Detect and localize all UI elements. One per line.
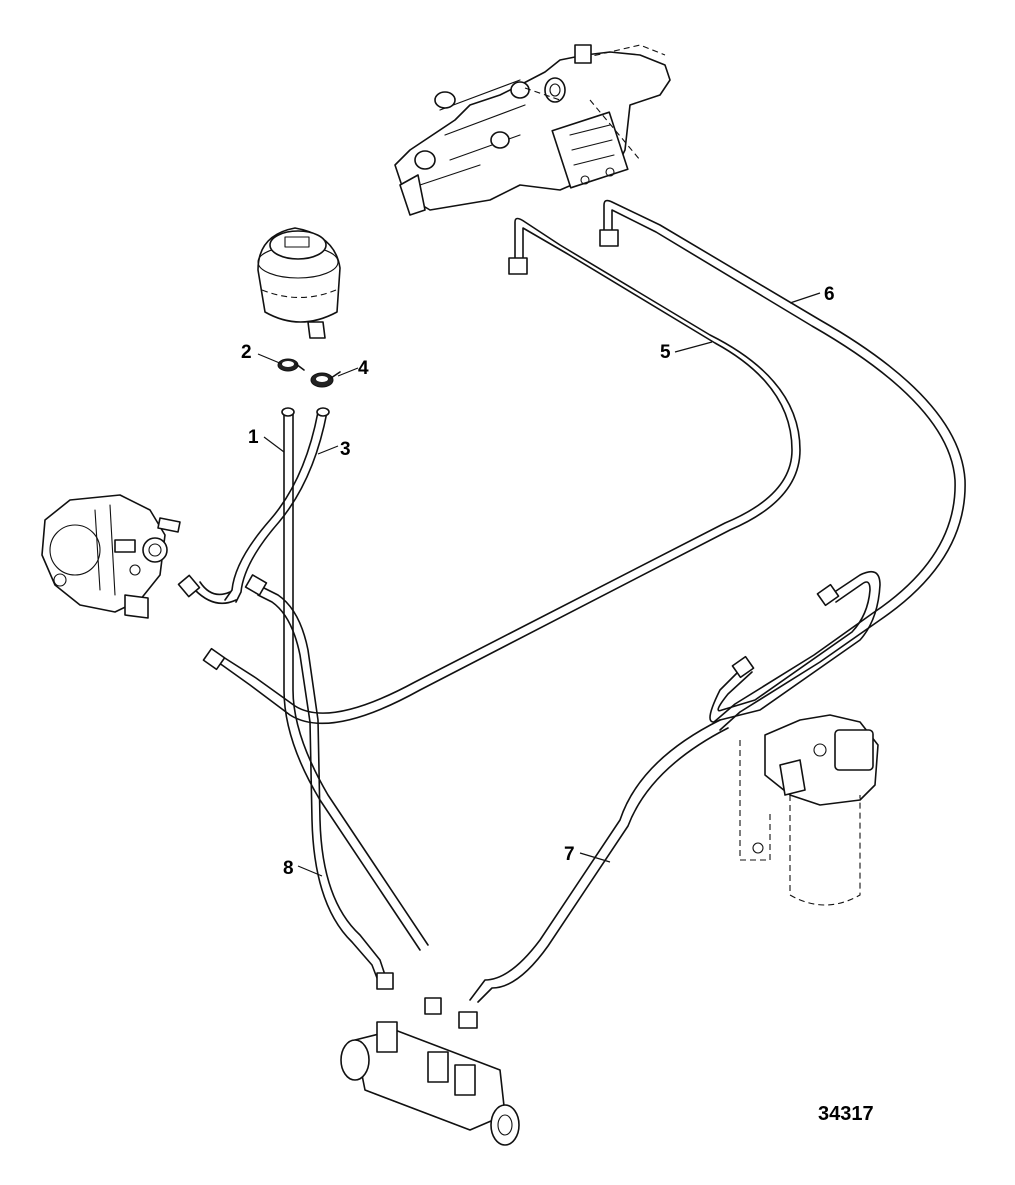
callout-1: 1	[248, 427, 259, 448]
fluid-reservoir	[257, 227, 341, 339]
hose-3	[177, 407, 330, 605]
callout-2: 2	[241, 342, 252, 363]
tube-6	[599, 199, 966, 731]
hose-1	[281, 407, 429, 951]
callout-4: 4	[358, 358, 369, 379]
power-steering-pump	[41, 494, 181, 619]
fluid-filter	[739, 714, 879, 906]
tube-7	[458, 570, 881, 1029]
callout-7: 7	[564, 844, 575, 865]
callout-3: 3	[340, 439, 351, 460]
leader-lines	[257, 292, 821, 877]
callout-5: 5	[660, 342, 671, 363]
callout-6: 6	[824, 284, 835, 305]
manifold-block	[340, 1021, 520, 1146]
valve-assembly	[394, 44, 671, 216]
tube-8	[244, 574, 442, 1015]
figure-id: 34317	[818, 1103, 874, 1125]
hose-clamp-2	[277, 358, 305, 372]
callout-8: 8	[283, 858, 294, 879]
hose-clamp-4	[310, 371, 341, 388]
tube-5	[202, 217, 801, 725]
